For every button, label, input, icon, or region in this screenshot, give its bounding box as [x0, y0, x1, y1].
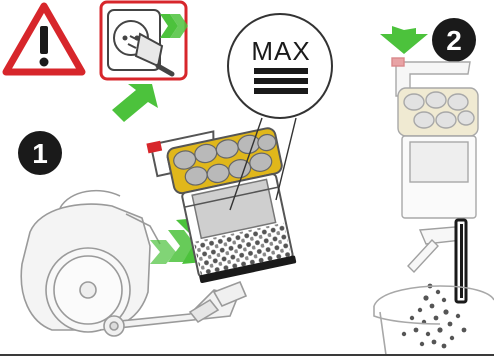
- warning-triangle-icon: [6, 6, 82, 72]
- max-line-1: [254, 68, 308, 74]
- step-1-badge: 1: [18, 131, 62, 175]
- step-2-badge: 2: [432, 18, 476, 62]
- clear-bin-upright-faded: [392, 58, 478, 218]
- green-arrow-icon: [112, 84, 158, 122]
- max-label: MAX: [251, 36, 310, 66]
- unplug-socket-icon: [101, 2, 188, 79]
- step-2-number: 2: [446, 25, 462, 56]
- max-line-2: [254, 78, 308, 84]
- max-line-3: [254, 88, 308, 94]
- clear-bin-main: [146, 117, 302, 288]
- waste-bin: [374, 286, 494, 355]
- release-trigger: [456, 220, 466, 302]
- down-arrow-icon: [380, 24, 428, 54]
- bottom-divider: [0, 354, 494, 356]
- step-1-number: 1: [32, 138, 48, 169]
